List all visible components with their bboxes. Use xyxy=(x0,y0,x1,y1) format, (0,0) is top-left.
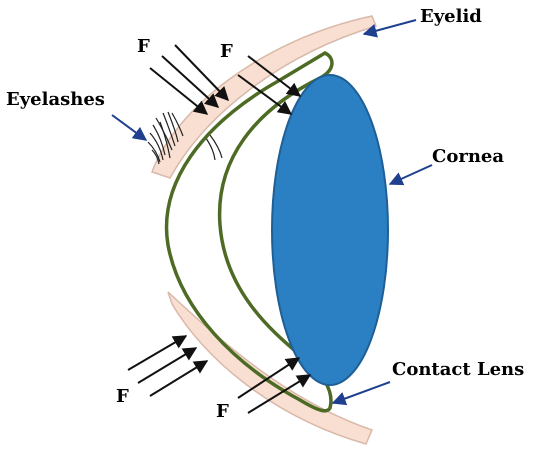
label-force-upper-left: F xyxy=(137,36,150,57)
pointer-eyelid xyxy=(362,19,417,38)
contact-lens-outline xyxy=(164,51,334,413)
label-pointers xyxy=(111,19,433,406)
force-arrows-upper-right xyxy=(237,55,302,115)
pointer-contact-lens xyxy=(331,381,391,406)
upper-eyelid xyxy=(151,15,378,179)
force-arrows-lower-left xyxy=(127,335,209,397)
label-cornea: Cornea xyxy=(432,146,504,167)
cornea-shape xyxy=(271,74,389,386)
lower-eyelid xyxy=(167,291,374,445)
label-contact-lens: Contact Lens xyxy=(392,359,524,380)
force-arrows-upper-left xyxy=(149,44,229,115)
force-arrows-lower-right xyxy=(237,357,312,414)
eyelashes-icon xyxy=(147,111,223,165)
pointer-cornea xyxy=(388,164,433,186)
label-eyelashes: Eyelashes xyxy=(6,89,105,110)
label-force-lower-right: F xyxy=(216,401,229,422)
label-eyelid: Eyelid xyxy=(420,6,482,27)
label-force-lower-left: F xyxy=(116,386,129,407)
pointer-eyelashes xyxy=(111,114,148,141)
label-force-upper-right: F xyxy=(220,41,233,62)
